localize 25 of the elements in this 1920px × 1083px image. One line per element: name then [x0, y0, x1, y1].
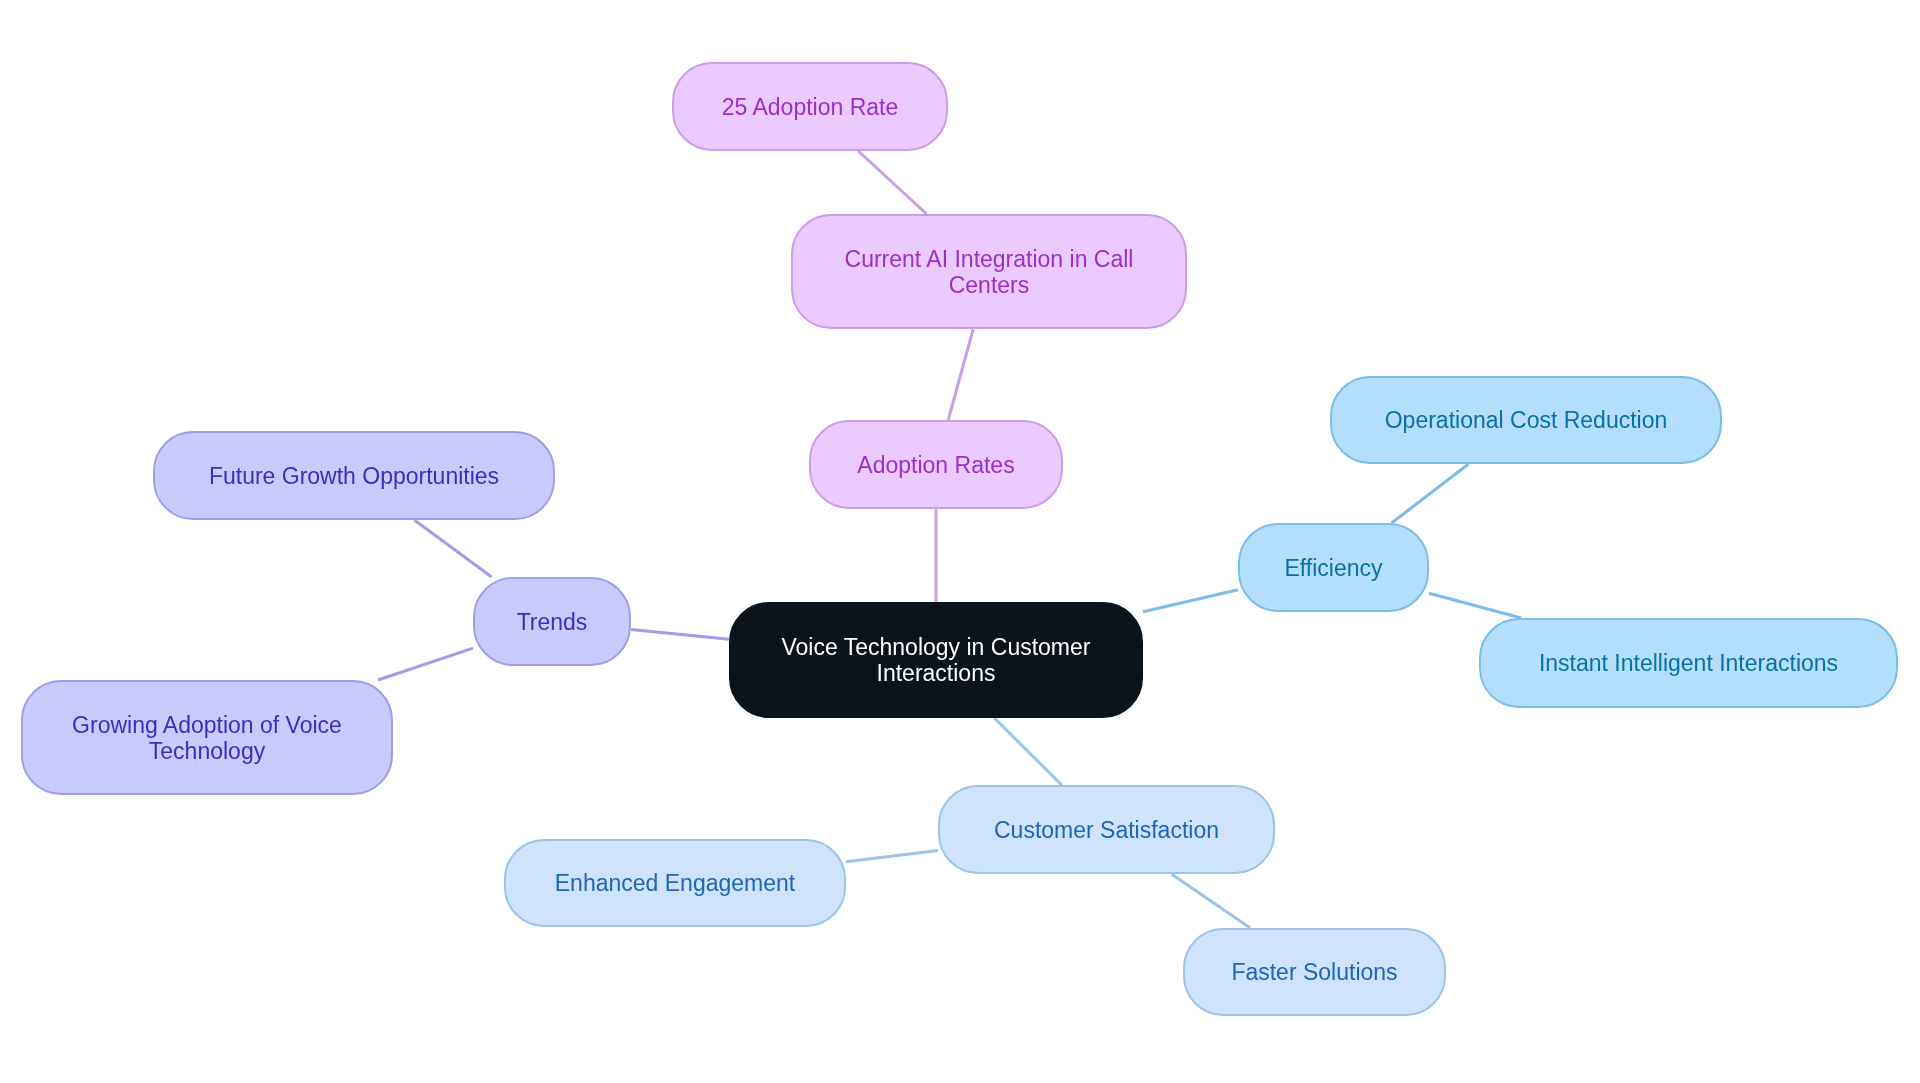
topic-pill: Faster Solutions — [1183, 928, 1446, 1016]
connector-line — [1142, 588, 1239, 614]
topic-pill: Voice Technology in Customer Interactions — [729, 602, 1143, 718]
topic-pill: Operational Cost Reduction — [1330, 376, 1722, 464]
topic-pill: Efficiency — [1238, 523, 1429, 612]
connector-line — [377, 646, 474, 682]
connector-line — [993, 716, 1063, 787]
connector-line — [946, 328, 975, 421]
topic-pill: Current AI Integration in Call Centers — [791, 214, 1187, 329]
connector-line — [630, 627, 730, 641]
connector-line — [1170, 872, 1252, 930]
connector-line — [1428, 591, 1522, 620]
connector-line — [934, 509, 938, 602]
topic-pill: Customer Satisfaction — [938, 785, 1275, 874]
connector-line — [857, 149, 928, 216]
topic-pill: Adoption Rates — [809, 420, 1063, 509]
topic-pill: Growing Adoption of Voice Technology — [21, 680, 393, 795]
connector-line — [845, 848, 939, 864]
connector-line — [1390, 462, 1470, 525]
topic-pill: 25 Adoption Rate — [672, 62, 948, 151]
topic-pill: Enhanced Engagement — [504, 839, 846, 927]
topic-pill: Trends — [473, 577, 631, 666]
topic-pill: Future Growth Opportunities — [153, 431, 555, 520]
topic-pill: Instant Intelligent Interactions — [1479, 618, 1898, 708]
connector-line — [413, 518, 493, 579]
